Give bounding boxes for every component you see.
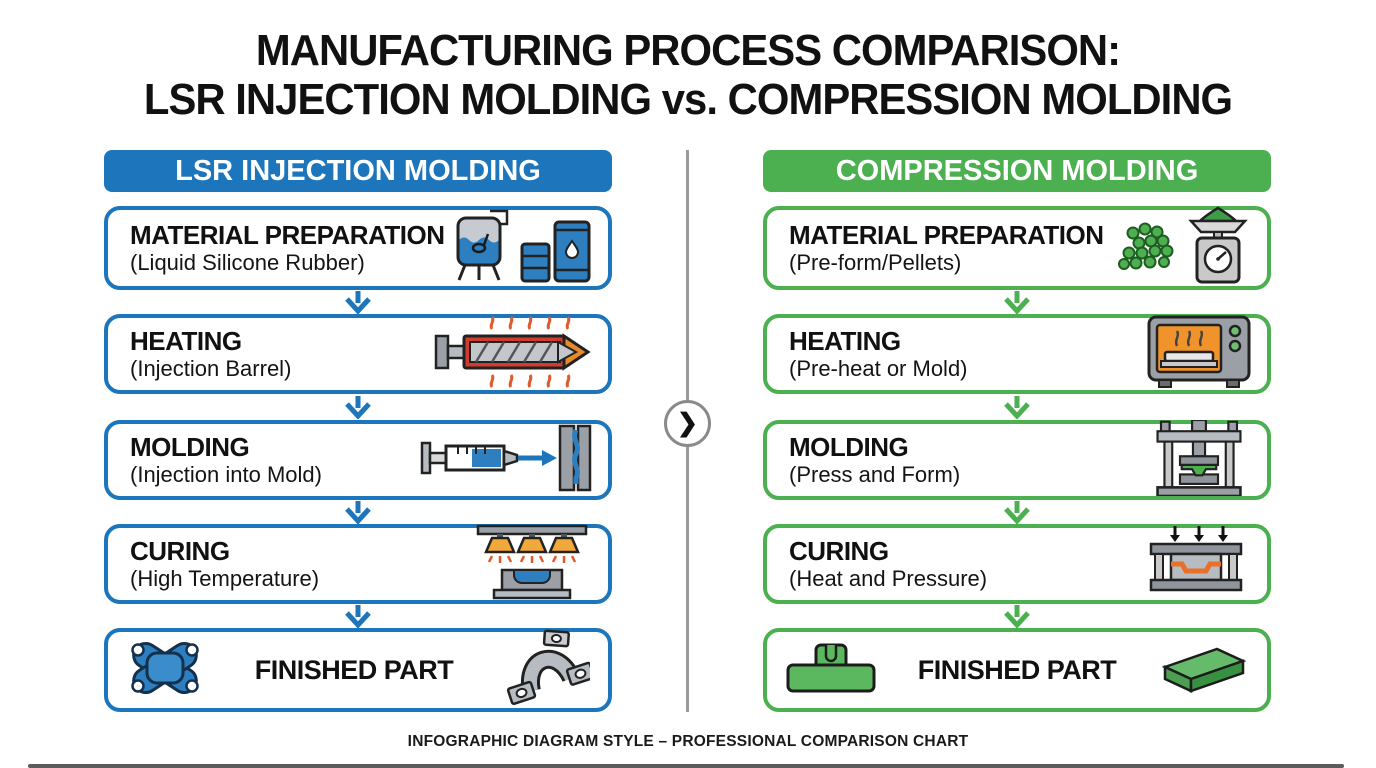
lsr-flow-arrow-1 [104,290,612,314]
lsr-step-molding: MOLDING (Injection into Mold) [104,420,612,500]
versus-chevron-badge: ❯ [664,400,711,447]
step-text: CURING (High Temperature) [130,536,472,592]
compression-flow-arrow-3 [763,500,1271,524]
step-icons [1117,206,1251,291]
chevron-right-icon: ❯ [677,408,698,437]
step-title: MOLDING [789,432,909,462]
step-subtitle: (Pre-heat or Mold) [789,356,968,381]
step-subtitle: (Injection Barrel) [130,356,292,381]
bottom-edge-strip [28,764,1344,768]
weighing-scale-icon [1185,206,1251,291]
lsr-step-material-preparation: MATERIAL PREPARATION (Liquid Silicone Ru… [104,206,612,290]
step-title: MATERIAL PREPARATION [789,220,1104,250]
compression-flow-arrow-2 [763,394,1271,420]
compression-step-heating: HEATING (Pre-heat or Mold) [763,314,1271,394]
lsr-step-curing: CURING (High Temperature) [104,524,612,604]
step-subtitle: (Pre-form/Pellets) [789,250,962,275]
step-text: MOLDING (Press and Form) [789,432,1147,488]
step-subtitle: (Heat and Pressure) [789,566,988,591]
step-title: CURING [789,536,889,566]
step-icons [1147,313,1251,396]
compression-step-molding: MOLDING (Press and Form) [763,418,1271,501]
lsr-flow-arrow-3 [104,500,612,524]
step-text: HEATING (Injection Barrel) [130,326,434,382]
injection-barrel-icon [434,314,592,395]
step-text: MOLDING (Injection into Mold) [130,432,420,488]
page-title-line1: MANUFACTURING PROCESS COMPARISON: [255,26,1121,75]
lsr-column-header: LSR INJECTION MOLDING [104,150,612,192]
step-title: MOLDING [130,432,250,462]
footer-note: INFOGRAPHIC DIAGRAM STYLE – PROFESSIONAL… [407,733,969,750]
press-pressure-icon [1141,524,1251,605]
step-subtitle: (Liquid Silicone Rubber) [130,250,365,275]
step-subtitle: (Injection into Mold) [130,462,322,487]
oven-icon [1147,313,1251,396]
step-icons [434,314,592,395]
step-title: FINISHED PART [917,654,1117,685]
molded-slab-icon [1157,639,1249,702]
compression-step-material-preparation: MATERIAL PREPARATION (Pre-form/Pellets) [763,206,1271,290]
compression-flow-arrow-4 [763,604,1271,628]
lsr-flow-arrow-2 [104,394,612,420]
step-title: HEATING [130,326,242,356]
step-icons [450,208,592,289]
step-text: CURING (Heat and Pressure) [789,536,1141,592]
step-title: FINISHED PART [254,654,454,685]
step-icons [420,422,592,499]
compression-step-finished-part: FINISHED PART [763,628,1271,712]
lsr-column: LSR INJECTION MOLDING MATERIAL PREPARATI… [104,150,612,712]
step-title: MATERIAL PREPARATION [130,220,445,250]
step-text: MATERIAL PREPARATION (Pre-form/Pellets) [789,220,1117,276]
compression-step-curing: CURING (Heat and Pressure) [763,524,1271,604]
step-title: CURING [130,536,230,566]
pellets-icon [1117,217,1177,280]
step-icons [1147,418,1251,501]
heat-lamps-mold-icon [472,524,592,605]
lsr-step-heating: HEATING (Injection Barrel) [104,314,612,394]
step-icons [1141,524,1251,605]
compression-column-header: COMPRESSION MOLDING [763,150,1271,192]
press-icon [1147,418,1251,501]
lsr-flow-arrow-4 [104,604,612,628]
syringe-into-mold-icon [420,422,592,499]
page-title-line2: LSR INJECTION MOLDING vs. COMPRESSION MO… [143,75,1233,124]
compression-flow-arrow-1 [763,290,1271,314]
page-title: MANUFACTURING PROCESS COMPARISON: LSR IN… [34,26,1341,124]
mixing-tank-icon [450,208,512,289]
lsr-step-finished-part: FINISHED PART [104,628,612,712]
step-text: MATERIAL PREPARATION (Liquid Silicone Ru… [130,220,450,276]
storage-drums-icon [520,208,592,289]
molded-block-icon [785,639,877,702]
silicone-gasket-icon [126,629,204,712]
step-subtitle: (High Temperature) [130,566,320,591]
step-text: HEATING (Pre-heat or Mold) [789,326,1147,382]
step-title: HEATING [789,326,901,356]
compression-column: COMPRESSION MOLDING MATERIAL PREPARATION… [763,150,1271,712]
clamp-bracket-icon [504,629,596,712]
step-subtitle: (Press and Form) [789,462,961,487]
step-icons [472,524,592,605]
